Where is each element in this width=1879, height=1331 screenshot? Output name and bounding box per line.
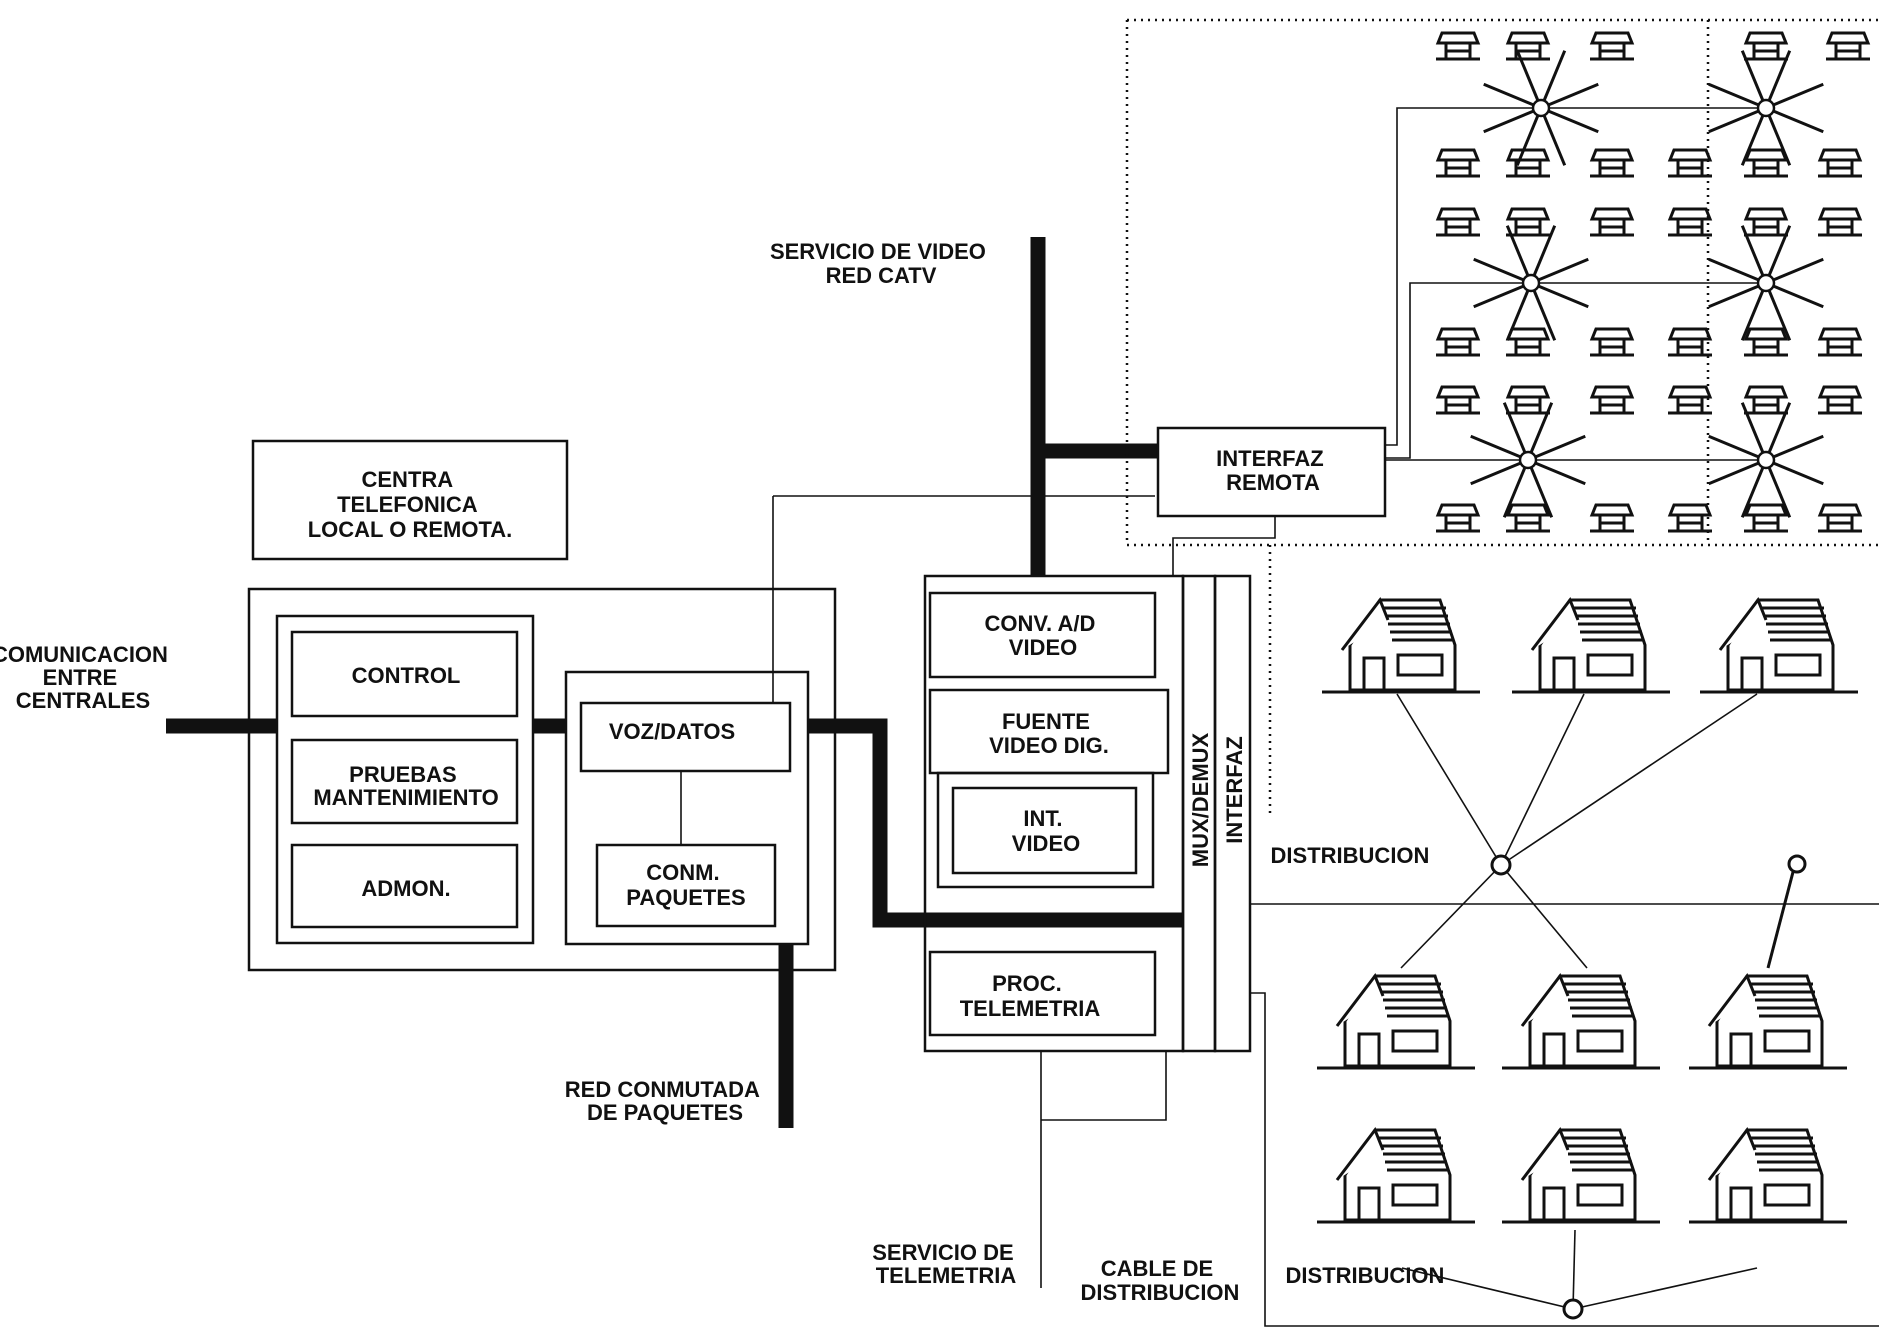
hut-icon [1589, 327, 1635, 357]
hut-icon [1589, 207, 1635, 237]
hut-icon [1435, 503, 1481, 533]
house-icon [1317, 1126, 1475, 1224]
hut-icon [1505, 207, 1551, 237]
comunicacion-label: COMUNICACION ENTRE CENTRALES [0, 642, 174, 713]
servicio-video-label: SERVICIO DE VIDEO RED CATV [770, 239, 992, 288]
hut-icon [1817, 207, 1863, 237]
pruebas-mantenimiento-label: PRUEBAS MANTENIMIENTO [313, 762, 498, 810]
int-video-outer-box [936, 771, 1155, 889]
pruebas-box [290, 738, 519, 825]
star-hub [1473, 225, 1589, 341]
house-icon [1317, 972, 1475, 1070]
hut-icon [1743, 385, 1789, 415]
hut-icon [1435, 207, 1481, 237]
hut-icon [1667, 327, 1713, 357]
hut-icon [1825, 31, 1871, 61]
proc-telemetria-label: PROC. TELEMETRIA [960, 971, 1101, 1021]
control-group-box [275, 614, 535, 945]
hut-icon [1817, 148, 1863, 178]
interfaz-remota-label: INTERFAZ REMOTA [1216, 446, 1330, 495]
voz-datos-box [579, 701, 792, 773]
conv-ad-label: CONV. A/D VIDEO [985, 611, 1102, 660]
hut-icon [1505, 327, 1551, 357]
voz-datos-group-box [564, 670, 810, 946]
house-icon [1689, 972, 1847, 1070]
hut-icon [1743, 148, 1789, 178]
conm-paquetes-label: CONM. PAQUETES [626, 860, 745, 910]
distribucion-label-2: DISTRIBUCION [1286, 1263, 1445, 1288]
conm-paquetes-box [595, 843, 777, 928]
house-icon [1512, 596, 1670, 694]
star-hub [1483, 50, 1599, 166]
house-icon [1502, 1126, 1660, 1224]
remote-subscriber-huts [1435, 31, 1871, 533]
admon-box [290, 843, 519, 929]
centra-telefonica-label: CENTRA TELEFONICA LOCAL O REMOTA. [308, 467, 513, 542]
central-office-outer-box [247, 587, 837, 972]
star-hub [1708, 50, 1824, 166]
mux-demux-label: MUX/DEMUX [1188, 732, 1213, 867]
hut-icon [1589, 148, 1635, 178]
distribucion-label-1: DISTRIBUCION [1271, 843, 1430, 868]
hut-icon [1505, 503, 1551, 533]
interfaz-column [1213, 574, 1252, 1053]
int-video-box [951, 786, 1138, 875]
hut-icon [1667, 148, 1713, 178]
house-icon [1322, 596, 1480, 694]
hut-icon [1505, 31, 1551, 61]
interfaz-remota-box [1156, 426, 1387, 518]
star-hubs [1470, 50, 1824, 518]
voice-data-trunk [808, 718, 1184, 928]
distribution-hub-3 [1562, 1298, 1584, 1320]
hut-icon [1435, 385, 1481, 415]
hut-icon [1817, 503, 1863, 533]
hut-icon [1435, 31, 1481, 61]
hut-icon [1817, 385, 1863, 415]
hut-icon [1589, 503, 1635, 533]
distribution-hub-2 [1787, 854, 1807, 874]
hut-icon [1743, 207, 1789, 237]
hut-icon [1589, 385, 1635, 415]
red-conmutada-label: RED CONMUTADA DE PAQUETES [565, 1077, 765, 1125]
interfaz-label: INTERFAZ [1222, 736, 1247, 844]
hut-icon [1817, 327, 1863, 357]
hut-icon [1505, 385, 1551, 415]
hut-icon [1667, 503, 1713, 533]
hut-icon [1743, 327, 1789, 357]
hut-icon [1435, 148, 1481, 178]
control-box [290, 630, 519, 718]
int-video-label: INT. VIDEO [1012, 806, 1080, 856]
cable-distribucion-label: CABLE DE DISTRIBUCION [1081, 1256, 1240, 1305]
distribution-cable [1250, 992, 1879, 1327]
voz-datos-label: VOZ/DATOS [609, 719, 735, 744]
hut-icon [1589, 31, 1635, 61]
hut-icon [1505, 148, 1551, 178]
hut-icon [1667, 207, 1713, 237]
subscriber-houses [1317, 596, 1858, 1224]
house-icon [1689, 1126, 1847, 1224]
hut-icon [1743, 503, 1789, 533]
distribution-hub-1 [1490, 854, 1512, 876]
servicio-telemetria-label: SERVICIO DE TELEMETRIA [872, 1240, 1020, 1288]
conv-ad-box [928, 591, 1157, 679]
house-icon [1502, 972, 1660, 1070]
control-label: CONTROL [352, 663, 461, 688]
fuente-video-label: FUENTE VIDEO DIG. [989, 709, 1109, 758]
hut-icon [1435, 327, 1481, 357]
hut-icon [1743, 31, 1789, 61]
house-icon [1700, 596, 1858, 694]
proc-telemetria-box [928, 950, 1157, 1037]
centra-telefonica-box [251, 439, 569, 561]
admon-label: ADMON. [361, 876, 450, 901]
hut-icon [1667, 385, 1713, 415]
